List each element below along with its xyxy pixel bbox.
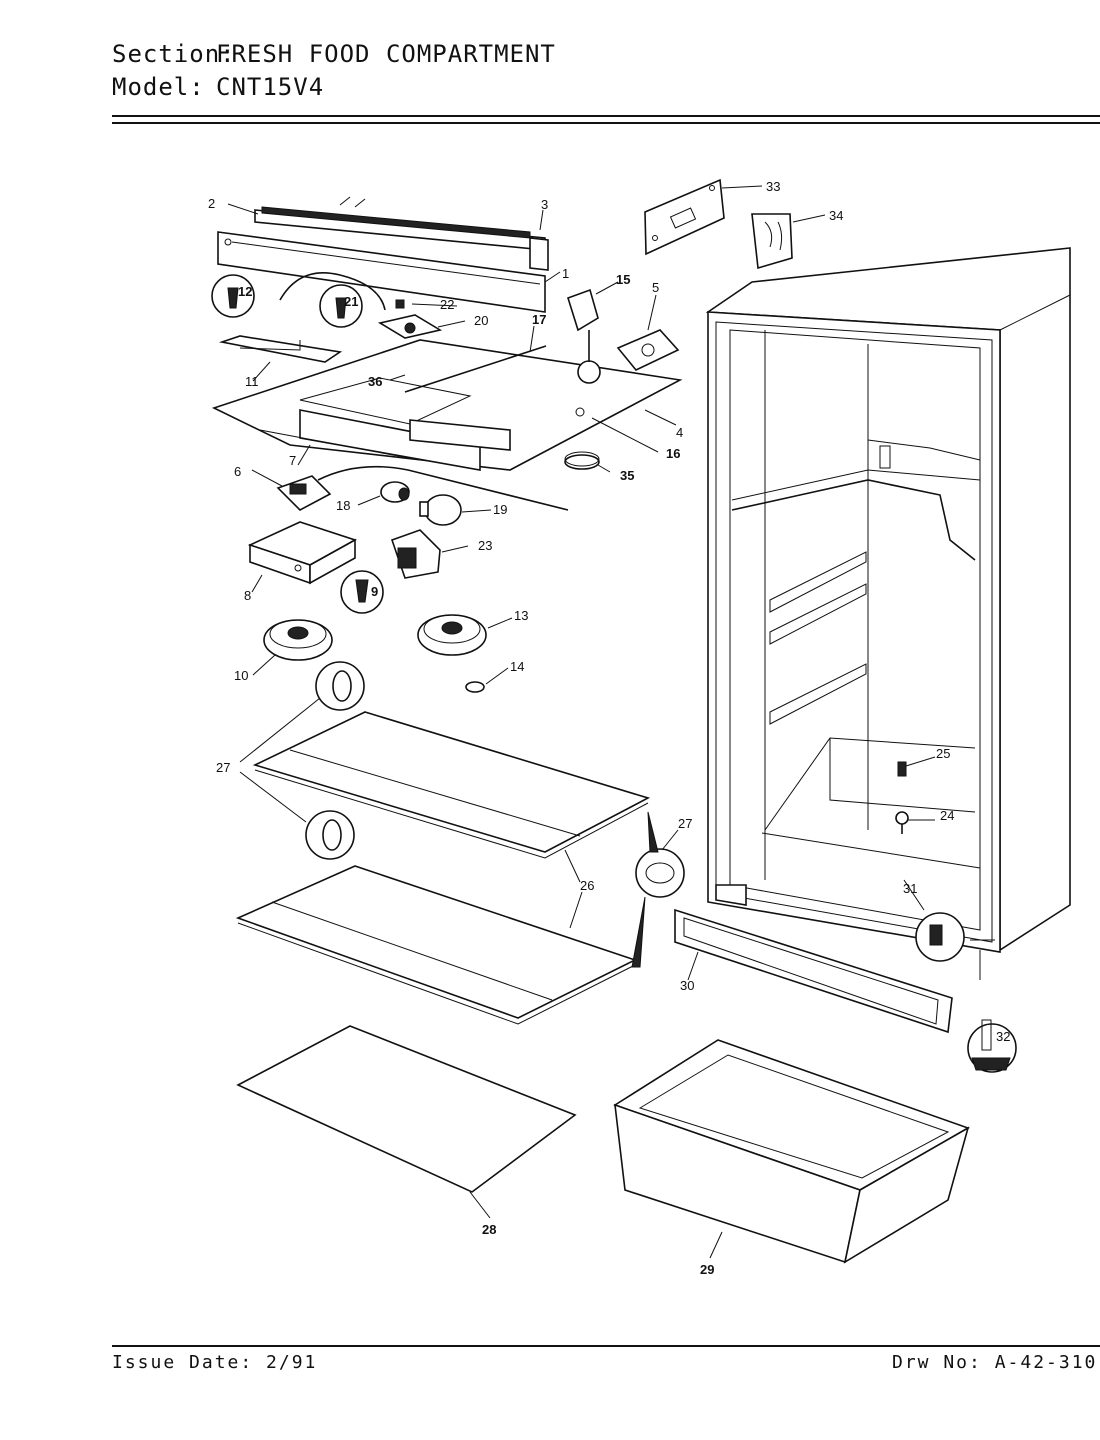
part-11 <box>218 335 343 363</box>
part-13-knob <box>417 614 487 656</box>
section-header: Section:FRESH FOOD COMPARTMENT <box>112 40 556 68</box>
callout-24: 24 <box>940 808 954 823</box>
callout-31: 31 <box>903 881 917 896</box>
callout-20: 20 <box>474 313 488 328</box>
callout-36: 36 <box>368 374 382 389</box>
header-rule-bottom <box>112 122 1100 124</box>
section-title: FRESH FOOD COMPARTMENT <box>216 40 556 68</box>
footer-rule <box>112 1345 1100 1347</box>
model-number: CNT15V4 <box>216 73 325 101</box>
base-grille-part-30 <box>674 908 953 1034</box>
shelf-lower-part-26 <box>235 865 638 1025</box>
callout-13: 13 <box>514 608 528 623</box>
callout-32: 32 <box>996 1029 1010 1044</box>
callout-2: 2 <box>208 196 215 211</box>
part-23-switch <box>390 529 441 579</box>
callout-12: 12 <box>238 284 252 299</box>
callout-7a: 7 <box>289 453 296 468</box>
callout-4: 4 <box>676 425 683 440</box>
callout-28: 28 <box>482 1222 496 1237</box>
part-10-knob <box>263 619 333 661</box>
part-35-ring <box>564 451 600 470</box>
part-14-cap <box>465 681 485 693</box>
part-17-tube <box>404 345 547 393</box>
shelf-clip-circles-27 <box>305 661 685 968</box>
part-24-25-screws <box>895 761 909 834</box>
callout-27a: 27 <box>216 760 230 775</box>
callout-35: 35 <box>620 468 634 483</box>
callout-11: 11 <box>245 374 259 389</box>
part-8-box <box>247 521 357 585</box>
callout-16: 16 <box>666 446 680 461</box>
callout-8: 8 <box>244 588 251 603</box>
callout-3: 3 <box>541 197 548 212</box>
part-9-screw-circle <box>340 570 384 614</box>
callout-5: 5 <box>652 280 659 295</box>
callout-22: 22 <box>440 297 454 312</box>
crisper-cover-part-28 <box>236 1025 577 1193</box>
callout-15: 15 <box>616 272 630 287</box>
part-5 <box>616 329 680 371</box>
callout-34: 34 <box>829 208 843 223</box>
callout-labels: 1 2 3 4 5 6 7 7 8 9 10 11 12 13 14 15 16… <box>208 179 1010 1277</box>
model-label: Model: <box>112 73 205 101</box>
crisper-pan-part-29 <box>613 1039 970 1264</box>
callout-29: 29 <box>700 1262 714 1277</box>
leader-lines <box>227 185 936 1259</box>
part-33-bracket <box>644 178 725 256</box>
refrigerator-cabinet <box>705 247 1071 980</box>
model-header: Model: CNT15V4 <box>112 73 324 101</box>
detail-circle-12 <box>211 274 255 318</box>
light-shield-part-2-3 <box>254 196 549 271</box>
header-rule-top <box>112 115 1100 117</box>
drawing-number: Drw No: A-42-310 <box>892 1352 1098 1373</box>
callout-17: 17 <box>532 312 546 327</box>
callout-19: 19 <box>493 502 507 517</box>
part-19-bulb <box>419 494 462 526</box>
callout-26: 26 <box>580 878 594 893</box>
callout-23: 23 <box>478 538 492 553</box>
control-housing-part-1 <box>217 231 546 313</box>
callout-14: 14 <box>510 659 524 674</box>
callout-18: 18 <box>336 498 350 513</box>
callout-27b: 27 <box>678 816 692 831</box>
callout-6: 6 <box>234 464 241 479</box>
callout-21: 21 <box>344 294 358 309</box>
liner-part-4 <box>211 339 683 471</box>
callout-1: 1 <box>562 266 569 281</box>
part-31-circle <box>915 912 965 962</box>
callout-9: 9 <box>371 584 378 599</box>
section-label: Section: <box>112 40 236 68</box>
thermostat-part-15-16 <box>567 288 601 417</box>
part-20-22 <box>377 299 443 339</box>
part-34-bracket <box>751 213 793 270</box>
shelf-upper-part-26 <box>252 711 651 859</box>
callout-30: 30 <box>680 978 694 993</box>
callout-25: 25 <box>936 746 950 761</box>
callout-10: 10 <box>234 668 248 683</box>
part-18-socket <box>380 481 410 503</box>
issue-date: Issue Date: 2/91 <box>112 1352 318 1373</box>
part-32-leveler <box>967 1019 1017 1073</box>
callout-33: 33 <box>766 179 780 194</box>
part-6-control <box>276 465 569 511</box>
detail-circle-21 <box>279 271 386 328</box>
